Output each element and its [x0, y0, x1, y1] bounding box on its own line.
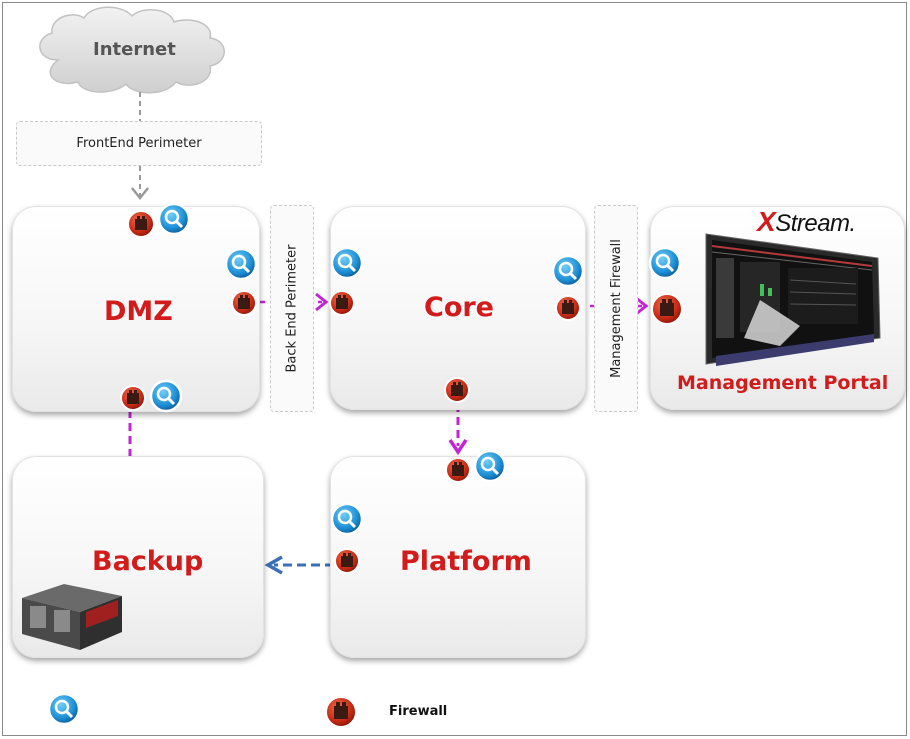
- dmz-label: DMZ: [104, 296, 173, 327]
- firewall-icon: [444, 377, 470, 403]
- arrowhead-core-platform: [448, 439, 468, 456]
- search-icon: [224, 247, 258, 281]
- search-icon: [648, 246, 682, 280]
- search-icon: [149, 379, 183, 413]
- backup-label: Backup: [92, 546, 204, 577]
- management-firewall-perimeter: Management Firewall: [594, 205, 638, 412]
- firewall-icon: [127, 210, 155, 238]
- frontend-perimeter-label: FrontEnd Perimeter: [76, 136, 202, 151]
- search-icon: [330, 246, 364, 280]
- firewall-icon: [120, 385, 146, 411]
- legend-firewall-icon: [325, 696, 357, 728]
- legend-firewall-label: Firewall: [389, 704, 448, 719]
- firewall-icon: [555, 295, 581, 321]
- management-portal-label: Management Portal: [677, 372, 889, 394]
- search-icon: [473, 449, 507, 483]
- search-icon: [157, 202, 191, 236]
- xstream-logo: XStream.: [757, 206, 856, 237]
- firewall-icon: [445, 457, 471, 483]
- frontend-perimeter: FrontEnd Perimeter: [16, 121, 262, 166]
- search-icon: [330, 502, 364, 536]
- arrowhead-platform-backup: [264, 555, 283, 575]
- arrowhead-dmz-core: [315, 292, 329, 312]
- arrowhead-core-portal: [635, 296, 649, 316]
- core-zone: [330, 206, 586, 410]
- platform-label: Platform: [400, 546, 532, 577]
- firewall-icon: [334, 548, 360, 574]
- arrowhead-frontend-dmz: [131, 187, 149, 201]
- core-label: Core: [424, 292, 494, 323]
- legend-search-icon: [47, 692, 81, 726]
- internet-label: Internet: [93, 39, 176, 60]
- firewall-icon: [231, 290, 257, 316]
- platform-zone: [330, 456, 586, 658]
- firewall-icon: [651, 293, 683, 325]
- firewall-icon: [329, 290, 355, 316]
- search-icon: [551, 254, 585, 288]
- backend-perimeter: Back End Perimeter: [270, 205, 314, 412]
- dmz-zone: [12, 206, 260, 412]
